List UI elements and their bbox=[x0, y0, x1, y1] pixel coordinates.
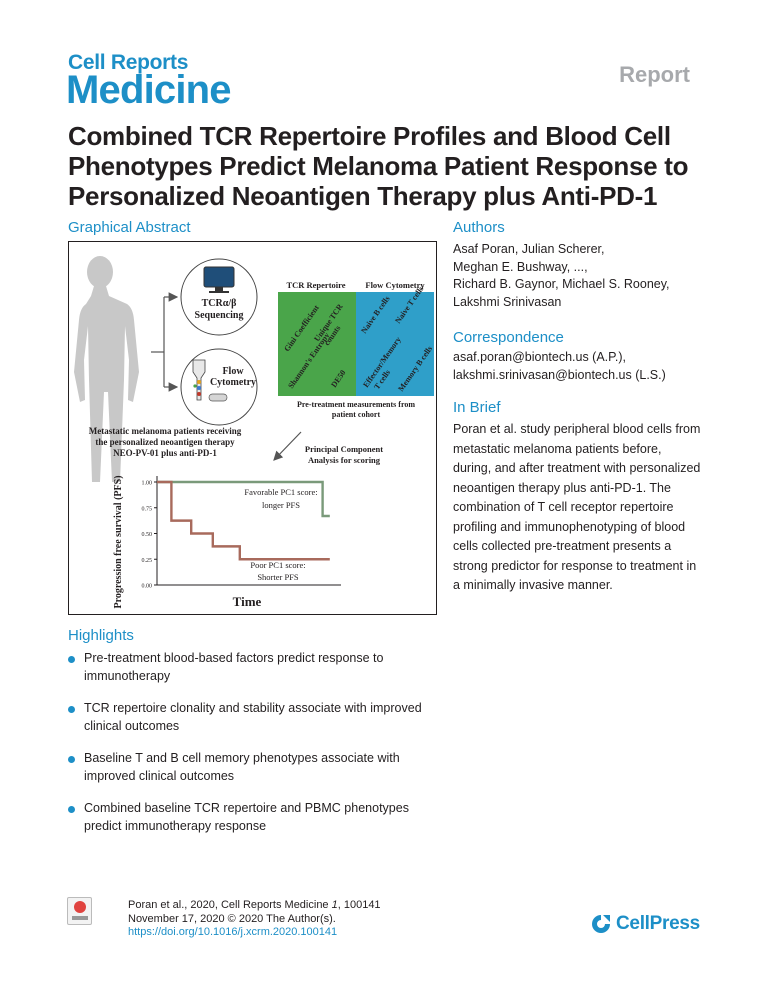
graphical-abstract-heading: Graphical Abstract bbox=[68, 219, 191, 236]
publisher-name: CellPress bbox=[616, 913, 700, 934]
journal-name-line1: Cell Reports bbox=[68, 51, 189, 74]
tcr-panel-header: TCR Repertoire bbox=[286, 280, 345, 290]
highlights-list: Pre-treatment blood-based factors predic… bbox=[68, 650, 448, 850]
highlight-text: Baseline T and B cell memory phenotypes … bbox=[84, 751, 400, 783]
authors-heading: Authors bbox=[453, 219, 505, 236]
branch-connector bbox=[151, 292, 179, 392]
bullet-icon bbox=[68, 756, 75, 763]
pretreatment-caption-line1: Pre-treatment measurements from bbox=[297, 400, 415, 409]
correspondence-email[interactable]: lakshmi.srinivasan@biontech.us (L.S.) bbox=[453, 367, 666, 382]
citation-line1: Poran et al., 2020, Cell Reports Medicin… bbox=[128, 899, 381, 911]
sequencing-method: TCRα/β Sequencing bbox=[180, 258, 258, 336]
chart-y-tick-label: 0.50 bbox=[142, 532, 153, 538]
tcr-repertoire-panel bbox=[278, 292, 356, 396]
series-label-line1: Favorable PC1 score: bbox=[244, 487, 317, 497]
bullet-icon bbox=[68, 656, 75, 663]
computer-monitor-icon bbox=[203, 266, 235, 293]
doi-link[interactable]: https://doi.org/10.1016/j.xcrm.2020.1001… bbox=[128, 926, 338, 938]
flow-cytometry-method: Flow Cytometry bbox=[180, 348, 258, 426]
article-type-label: Report bbox=[619, 62, 690, 87]
bullet-icon bbox=[68, 806, 75, 813]
correspondence-list: asaf.poran@biontech.us (A.P.), lakshmi.s… bbox=[453, 349, 733, 384]
flow-panel-header: Flow Cytometry bbox=[365, 280, 425, 290]
flow-cytometer-icon bbox=[192, 359, 228, 402]
pretreatment-caption-line2: patient cohort bbox=[332, 410, 381, 419]
sequencing-label-2: Sequencing bbox=[195, 310, 244, 321]
series-label-line2: longer PFS bbox=[262, 500, 300, 510]
pca-caption-line2: Analysis for scoring bbox=[308, 455, 381, 465]
pca-arrow bbox=[273, 431, 302, 461]
patient-caption-line1: Metastatic melanoma patients receiving bbox=[89, 426, 242, 436]
cellpress-mark-icon bbox=[592, 915, 610, 933]
series-label-line1: Poor PC1 score: bbox=[250, 560, 305, 570]
citation-block: Poran et al., 2020, Cell Reports Medicin… bbox=[128, 899, 381, 940]
chart-y-axis-label: Progression free survival (PFS) bbox=[113, 475, 124, 608]
sequencing-label-1: TCRα/β bbox=[202, 298, 237, 309]
graphical-abstract-figure: TCRα/β Sequencing Flow Cytometry Metasta… bbox=[74, 256, 434, 609]
flow-label-2: Cytometry bbox=[210, 377, 256, 388]
chart-y-tick-label: 0.00 bbox=[142, 584, 153, 590]
authors-line: Richard B. Gaynor, Michael S. Rooney, bbox=[453, 277, 670, 291]
in-brief-text: Poran et al. study peripheral blood cell… bbox=[453, 422, 701, 592]
authors-line: Meghan E. Bushway, ..., bbox=[453, 259, 588, 274]
survival-curve-poor bbox=[157, 480, 330, 561]
check-for-updates-icon[interactable] bbox=[67, 897, 92, 925]
citation-volume: 1 bbox=[331, 899, 338, 911]
correspondence-heading: Correspondence bbox=[453, 329, 564, 346]
graphical-abstract-box: TCRα/β Sequencing Flow Cytometry Metasta… bbox=[68, 241, 437, 615]
highlight-text: TCR repertoire clonality and stability a… bbox=[84, 701, 422, 733]
correspondence-email[interactable]: asaf.poran@biontech.us (A.P.), bbox=[453, 350, 626, 364]
article-title: Combined TCR Repertoire Profiles and Blo… bbox=[68, 121, 689, 211]
bullet-icon bbox=[68, 706, 75, 713]
chart-x-axis-label: Time bbox=[233, 594, 262, 609]
highlight-text: Combined baseline TCR repertoire and PBM… bbox=[84, 801, 409, 833]
chart-y-tick-label: 0.75 bbox=[142, 506, 153, 512]
authors-line: Asaf Poran, Julian Scherer, bbox=[453, 242, 605, 256]
series-label-line2: Shorter PFS bbox=[257, 572, 299, 582]
highlights-heading: Highlights bbox=[68, 627, 134, 644]
flow-label-1: Flow bbox=[222, 366, 244, 377]
highlight-item: TCR repertoire clonality and stability a… bbox=[68, 700, 448, 735]
highlight-item: Pre-treatment blood-based factors predic… bbox=[68, 650, 448, 685]
patient-caption-line3: NEO-PV-01 plus anti-PD-1 bbox=[113, 448, 217, 458]
authors-list: Asaf Poran, Julian Scherer, Meghan E. Bu… bbox=[453, 241, 733, 311]
chart-y-tick-label: 0.25 bbox=[142, 558, 153, 564]
in-brief-heading: In Brief bbox=[453, 399, 501, 416]
citation-line2: November 17, 2020 © 2020 The Author(s). bbox=[128, 912, 336, 925]
highlight-item: Combined baseline TCR repertoire and PBM… bbox=[68, 800, 448, 835]
authors-line: Lakshmi Srinivasan bbox=[453, 294, 562, 309]
human-silhouette-icon bbox=[74, 256, 139, 482]
chart-y-tick-label: 1.00 bbox=[142, 481, 153, 487]
highlight-item: Baseline T and B cell memory phenotypes … bbox=[68, 750, 448, 785]
patient-caption-line2: the personalized neoantigen therapy bbox=[95, 437, 235, 447]
cellpress-logo: CellPress bbox=[590, 913, 700, 935]
survival-curve-favorable bbox=[157, 480, 330, 518]
survival-chart: Progression free survival (PFS) Time 0.0… bbox=[113, 475, 341, 609]
pca-caption-line1: Principal Component bbox=[305, 444, 383, 454]
highlight-text: Pre-treatment blood-based factors predic… bbox=[84, 651, 384, 683]
flow-cytometry-panel bbox=[356, 292, 434, 396]
journal-name-line2: Medicine bbox=[66, 68, 232, 112]
